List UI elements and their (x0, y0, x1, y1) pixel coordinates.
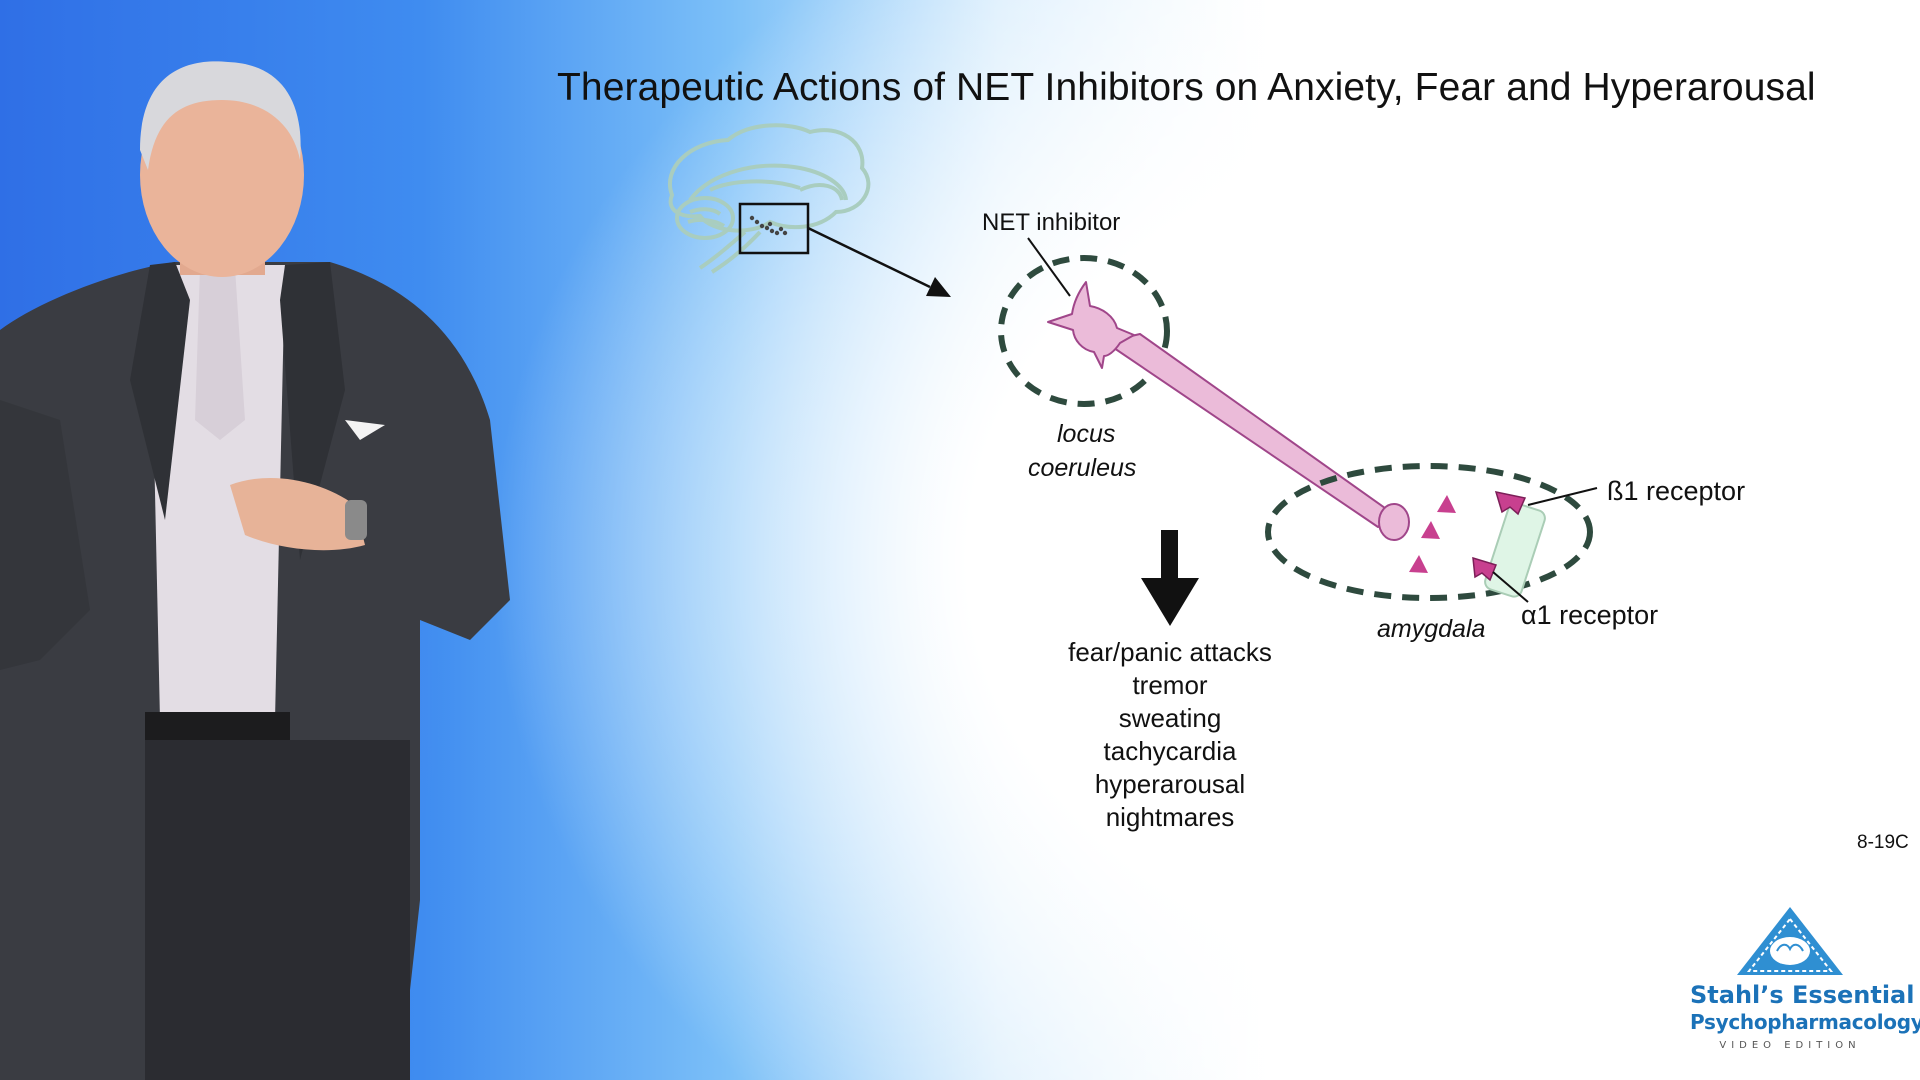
beta1-receptor-label: ß1 receptor (1607, 476, 1746, 506)
slide-title: Therapeutic Actions of NET Inhibitors on… (557, 66, 1816, 109)
down-arrow-icon (1141, 530, 1199, 626)
amygdala-label: amygdala (1377, 615, 1486, 643)
brainstem-dots (749, 215, 788, 236)
effect-item: nightmares (1105, 802, 1235, 832)
stahl-logo: Stahl’s Essential Psychopharmacology VID… (1690, 905, 1920, 1051)
net-inhibitor-pointer (1027, 237, 1071, 297)
presenter-figure (0, 61, 510, 1080)
logo-line1: Stahl’s Essential (1690, 981, 1915, 1009)
locus-coeruleus-region (998, 255, 1170, 407)
locus-label-line2: coeruleus (1028, 454, 1137, 482)
zoom-arrow (807, 226, 931, 289)
brain-icon (668, 123, 871, 274)
beta1-pointer (1527, 487, 1598, 506)
locus-label-line1: locus (1057, 420, 1116, 448)
net-inhibitor-label: NET inhibitor (982, 209, 1121, 236)
zoom-arrowhead (926, 277, 951, 297)
effect-item: sweating (1118, 703, 1222, 733)
alpha1-receptor (1472, 556, 1497, 582)
effect-item: fear/panic attacks (1068, 637, 1272, 667)
amygdala-region (1265, 463, 1593, 601)
slide-number: 8-19C (1857, 832, 1909, 853)
noradrenergic-neuron (1047, 281, 1410, 541)
effect-item: tremor (1132, 670, 1208, 700)
logo-line2: Psychopharmacology (1690, 1010, 1920, 1034)
beta1-receptor (1494, 491, 1527, 516)
logo-brain-triangle-icon (1737, 907, 1843, 975)
postsynaptic-membrane (1484, 502, 1546, 598)
effect-item: hyperarousal (1094, 769, 1246, 799)
effect-item: tachycardia (1103, 736, 1237, 766)
logo-line3: VIDEO EDITION (1719, 1040, 1861, 1051)
effects-list: fear/panic attacks tremor sweating tachy… (1030, 636, 1310, 834)
norepinephrine-molecules (1409, 495, 1456, 573)
alpha1-pointer (1492, 571, 1529, 603)
alpha1-receptor-label: α1 receptor (1521, 600, 1659, 630)
